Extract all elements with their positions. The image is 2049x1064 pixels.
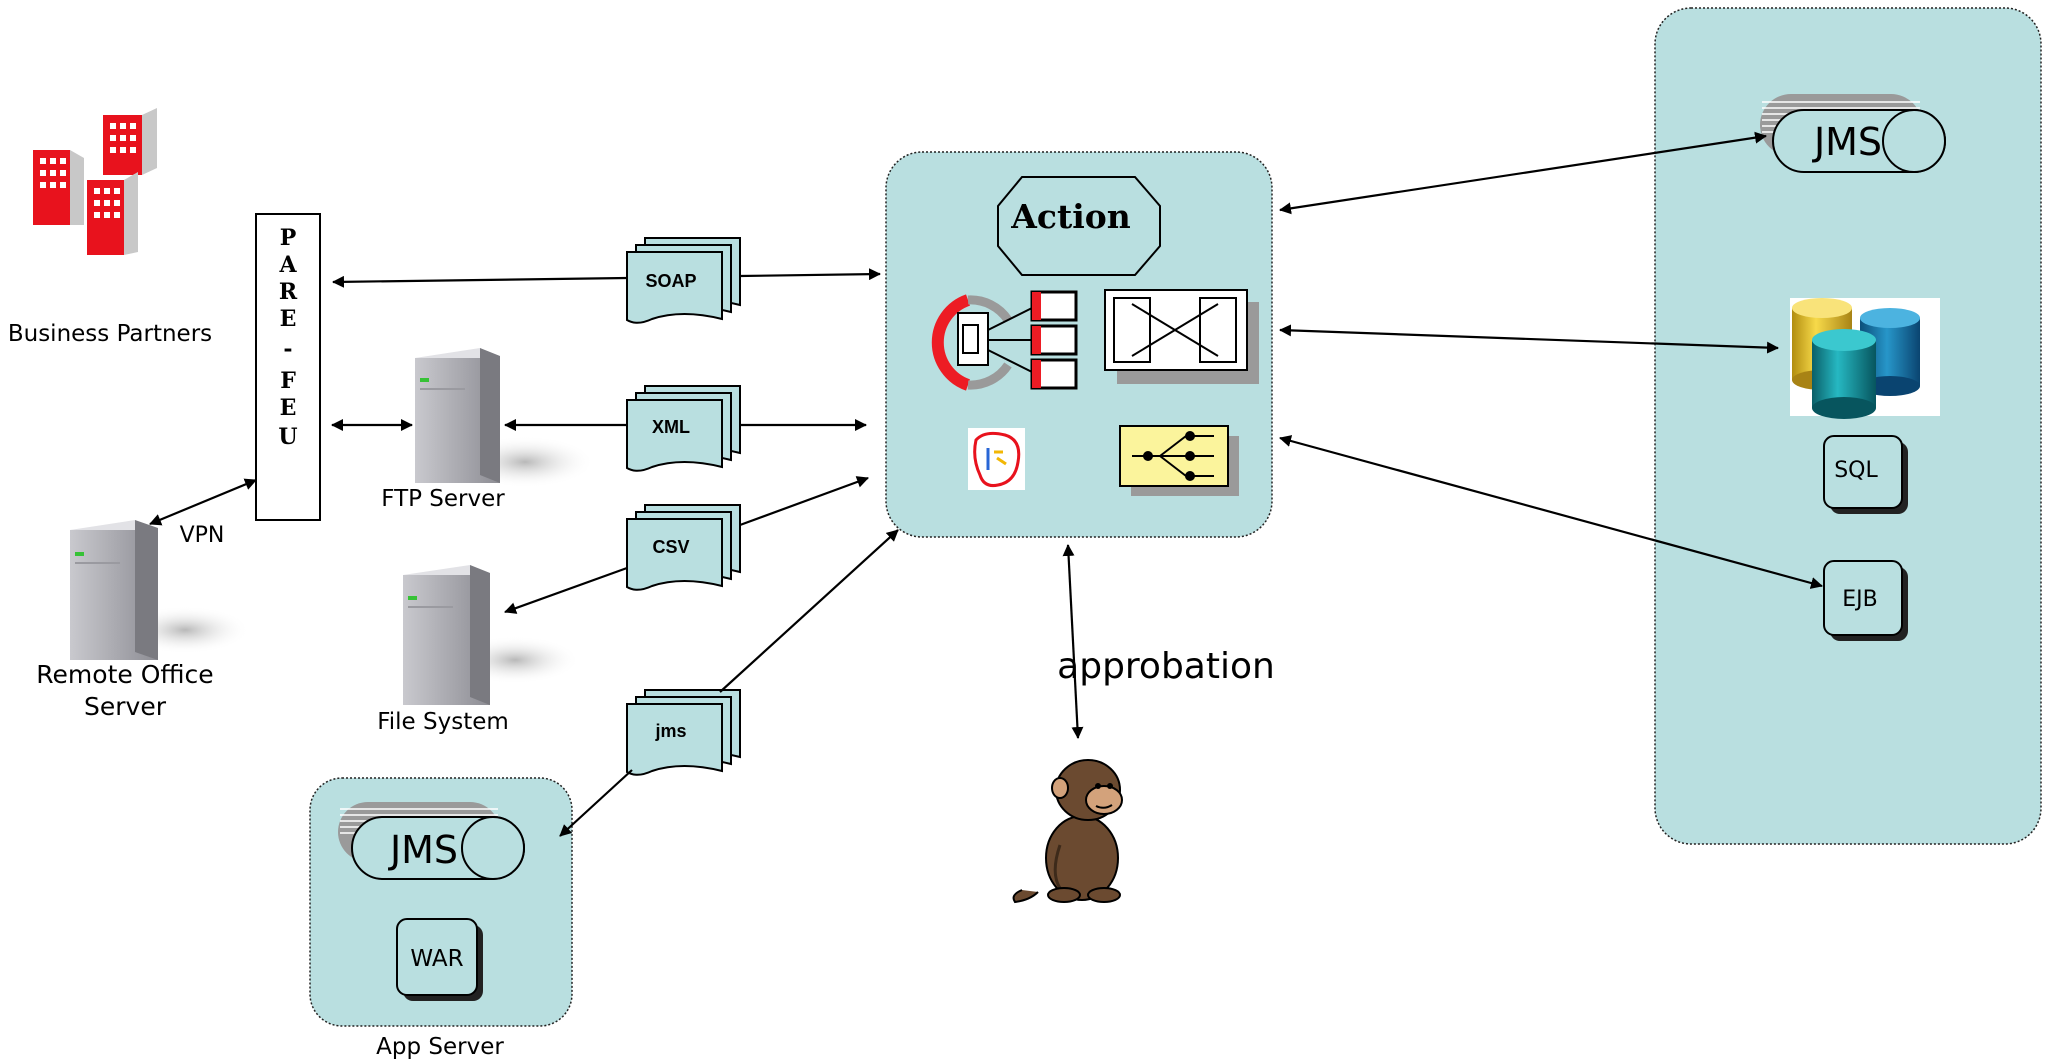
transform-icon — [1104, 289, 1259, 384]
csv-label: CSV — [652, 537, 689, 557]
connectors — [149, 131, 1823, 837]
xml-label: XML — [652, 417, 690, 437]
file-system-server-icon — [403, 565, 580, 705]
connector-vpn — [149, 478, 257, 526]
connector-soap-hub — [739, 268, 881, 281]
svg-text:E: E — [280, 306, 297, 332]
soap-document-icon — [626, 237, 741, 324]
approval-label: approbation — [1057, 646, 1275, 687]
routing-icon — [931, 290, 1078, 391]
ftp-server-label: FTP Server — [381, 486, 505, 512]
jms-doc-label: jms — [654, 721, 686, 741]
connector-appserver-jms — [559, 769, 633, 837]
war-component — [396, 918, 483, 1001]
buildings-icon — [33, 108, 157, 255]
action-octagon — [997, 176, 1161, 276]
soap-label: SOAP — [645, 271, 696, 291]
remote-office-server-icon — [70, 520, 250, 660]
remote-office-label-line1: Remote Office — [36, 660, 213, 689]
monkey-icon — [1012, 759, 1123, 904]
connector-hub-database — [1279, 324, 1779, 354]
xml-document-icon — [626, 385, 741, 472]
war-label: WAR — [410, 946, 463, 972]
connector-hub-backend-jms — [1279, 131, 1767, 215]
ftp-server-icon — [415, 348, 595, 488]
connector-hub-ejb — [1279, 435, 1823, 589]
backend-container — [1654, 7, 2042, 845]
connector-jms-hub — [719, 529, 899, 693]
svg-text:E: E — [280, 395, 297, 421]
vpn-label: VPN — [180, 523, 225, 548]
svg-text:F: F — [280, 368, 296, 394]
backend-jms-label: JMS — [1812, 120, 1882, 164]
app-server-jms-label: JMS — [388, 828, 458, 872]
connector-partner-firewall-soap — [332, 275, 628, 288]
sql-component — [1823, 435, 1908, 514]
sql-label: SQL — [1834, 458, 1878, 483]
connector-csv-hub — [739, 476, 869, 527]
switch-icon — [1119, 425, 1239, 496]
ejb-component — [1823, 560, 1908, 641]
connector-filesystem-csv — [504, 566, 628, 614]
backend-jms-queue-icon — [1760, 94, 1946, 173]
jms-document-icon — [626, 689, 741, 776]
business-partners-label: Business Partners — [8, 321, 212, 347]
svg-text:P: P — [280, 225, 297, 251]
app-server-label: App Server — [376, 1034, 504, 1060]
app-server-jms-queue-icon — [338, 802, 525, 880]
database-icon — [1790, 298, 1940, 419]
mapping-logo-icon — [968, 428, 1025, 490]
firewall-label: P A R E - F E U — [278, 225, 297, 450]
connector-hub-approval — [1062, 544, 1084, 739]
svg-text:U: U — [278, 424, 297, 450]
csv-document-icon — [626, 504, 741, 591]
remote-office-label-line2: Server — [84, 692, 167, 721]
file-system-label: File System — [377, 709, 509, 735]
svg-text:-: - — [283, 336, 292, 362]
action-label: Action — [1010, 197, 1130, 236]
svg-text:R: R — [279, 279, 298, 305]
firewall-box — [255, 213, 321, 521]
svg-text:A: A — [278, 252, 297, 278]
ejb-label: EJB — [1842, 587, 1877, 612]
